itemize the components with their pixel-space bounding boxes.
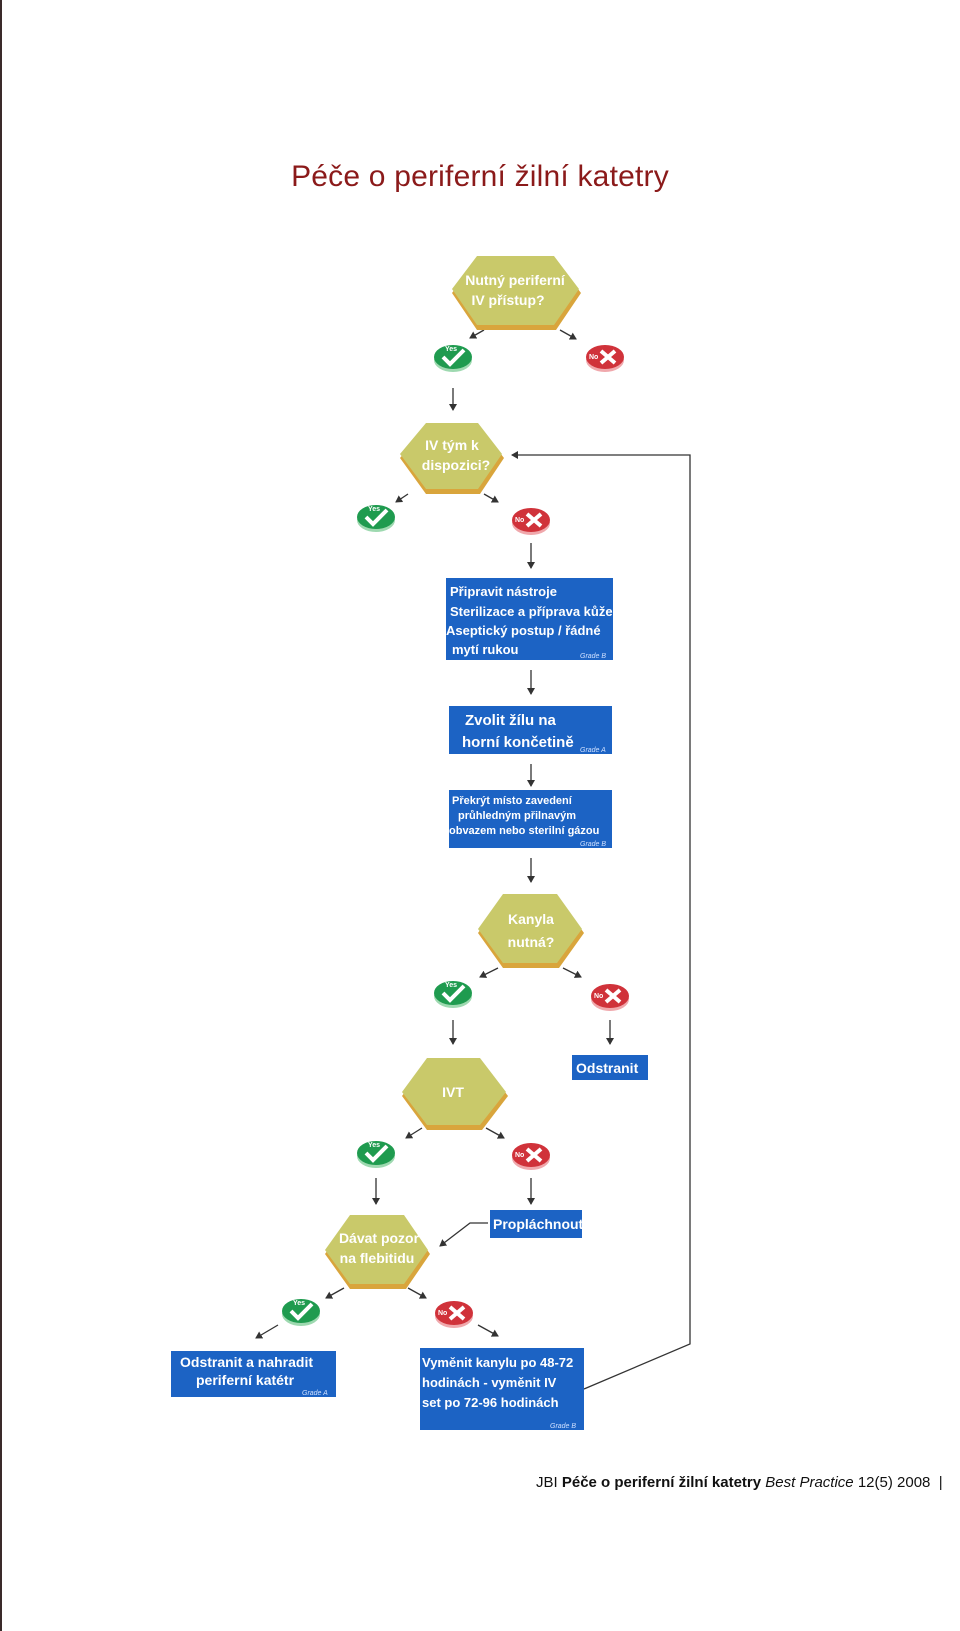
process-vein-line2: horní končetině bbox=[462, 734, 574, 751]
process-prep-line4: mytí rukou bbox=[452, 642, 519, 657]
footer-series: Best Practice bbox=[765, 1474, 854, 1491]
process-change-line1: Vyměnit kanylu po 48-72 bbox=[422, 1355, 573, 1370]
process-replace-line1: Odstranit a nahradit bbox=[180, 1354, 313, 1370]
no-badge-2-label: No bbox=[515, 517, 524, 524]
arrow-q4-yes bbox=[405, 1127, 423, 1139]
no-badge-3: No bbox=[591, 984, 629, 1011]
process-cover-line2: průhledným přilnavým bbox=[458, 810, 576, 822]
process-flush-label: Propláchnout bbox=[493, 1216, 584, 1232]
yes-badge-2: Yes bbox=[357, 505, 395, 532]
process-prep: Připravit nástroje Sterilizace a příprav… bbox=[446, 578, 613, 660]
decision-q5: Dávat pozor na flebitidu bbox=[325, 1215, 430, 1289]
decision-q4: IVT bbox=[402, 1058, 508, 1130]
process-flush: Propláchnout bbox=[490, 1210, 584, 1238]
decision-q3-line1: Kanyla bbox=[508, 911, 554, 927]
decision-q1-line2: IV přístup? bbox=[471, 292, 544, 308]
yes-badge-4-label: Yes bbox=[368, 1142, 380, 1149]
footer-org: JBI bbox=[536, 1474, 558, 1491]
no-badge-4: No bbox=[512, 1143, 550, 1170]
decision-q2: IV tým k dispozici? bbox=[400, 423, 504, 494]
process-cover-grade: Grade B bbox=[580, 841, 606, 848]
arrow-no5-change bbox=[477, 1324, 499, 1337]
decision-q5-line1: Dávat pozor bbox=[339, 1230, 420, 1246]
arrow-q1-yes bbox=[469, 329, 485, 339]
process-replace: Odstranit a nahradit periferní katétr Gr… bbox=[171, 1351, 336, 1397]
process-replace-grade: Grade A bbox=[302, 1390, 328, 1397]
footer-separator: | bbox=[938, 1474, 943, 1491]
decision-q4-label: IVT bbox=[442, 1084, 464, 1100]
process-vein: Zvolit žílu na horní končetině Grade A bbox=[449, 706, 612, 754]
connectors bbox=[255, 329, 691, 1390]
process-change: Vyměnit kanylu po 48-72 hodinách - vyměn… bbox=[420, 1348, 584, 1430]
arrow-q3-yes bbox=[479, 967, 499, 978]
arrow-q4-no bbox=[485, 1127, 505, 1139]
arrow-q1-no bbox=[559, 329, 577, 340]
arrow-q5-no bbox=[407, 1287, 427, 1299]
no-badge-2: No bbox=[512, 508, 550, 535]
process-prep-grade: Grade B bbox=[580, 653, 606, 660]
process-remove: Odstranit bbox=[572, 1055, 648, 1080]
process-cover: Překrýt místo zavedení průhledným přilna… bbox=[449, 790, 612, 848]
no-badge-5-label: No bbox=[438, 1310, 447, 1317]
process-change-grade: Grade B bbox=[550, 1423, 576, 1430]
footer-title: Péče o periferní žilní katetry bbox=[561, 1474, 762, 1491]
yes-badge-3-label: Yes bbox=[445, 982, 457, 989]
decision-q1: Nutný periferní IV přístup? bbox=[452, 256, 581, 330]
page-footer: JBI Péče o periferní žilní katetry Best … bbox=[536, 1474, 960, 1491]
decision-q3: Kanyla nutná? bbox=[478, 894, 584, 968]
yes-badge-2-label: Yes bbox=[368, 506, 380, 513]
process-change-line2: hodinách - vyměnit IV bbox=[422, 1375, 557, 1390]
loop-back-line bbox=[511, 451, 691, 1390]
process-vein-grade: Grade A bbox=[580, 747, 606, 754]
page-title: Péče o periferní žilní katetry bbox=[291, 160, 669, 193]
process-prep-line3: Aseptický postup / řádné bbox=[446, 623, 601, 638]
arrow-flush-q5 bbox=[439, 1222, 488, 1247]
no-badge-1-label: No bbox=[589, 354, 598, 361]
decision-q2-line1: IV tým k bbox=[425, 437, 479, 453]
flowchart: Nutný periferní IV přístup? IV tým k dis… bbox=[171, 256, 691, 1430]
process-cover-line1: Překrýt místo zavedení bbox=[452, 795, 573, 807]
yes-badge-3: Yes bbox=[434, 981, 472, 1008]
decision-q3-line2: nutná? bbox=[508, 934, 555, 950]
yes-badge-1-label: Yes bbox=[445, 346, 457, 353]
no-badge-4-label: No bbox=[515, 1152, 524, 1159]
arrow-q5-yes bbox=[325, 1287, 345, 1299]
no-badge-5: No bbox=[435, 1301, 473, 1328]
no-badge-3-label: No bbox=[594, 993, 603, 1000]
decision-q1-line1: Nutný periferní bbox=[465, 272, 566, 288]
process-remove-label: Odstranit bbox=[576, 1060, 639, 1076]
decision-q2-line2: dispozici? bbox=[422, 457, 490, 473]
decision-q5-line2: na flebitidu bbox=[340, 1250, 415, 1266]
process-prep-line2: Sterilizace a příprava kůže bbox=[450, 604, 613, 619]
arrow-q3-no bbox=[562, 967, 582, 978]
yes-badge-4: Yes bbox=[357, 1141, 395, 1168]
arrow-q2-no bbox=[483, 493, 499, 503]
process-change-line3: set po 72-96 hodinách bbox=[422, 1395, 559, 1410]
yes-badge-1: Yes bbox=[434, 345, 472, 372]
yes-badge-5: Yes bbox=[282, 1299, 320, 1326]
no-badge-1: No bbox=[586, 345, 624, 372]
process-replace-line2: periferní katétr bbox=[196, 1372, 295, 1388]
process-vein-line1: Zvolit žílu na bbox=[465, 712, 556, 729]
yes-badge-5-label: Yes bbox=[293, 1300, 305, 1307]
arrow-yes5-replace bbox=[255, 1324, 279, 1339]
process-cover-line3: obvazem nebo sterilní gázou bbox=[449, 825, 599, 837]
process-prep-line1: Připravit nástroje bbox=[450, 584, 557, 599]
arrow-q2-yes bbox=[395, 493, 409, 503]
footer-issue: 12(5) 2008 bbox=[857, 1474, 931, 1491]
page-left-rule bbox=[0, 0, 2, 1631]
